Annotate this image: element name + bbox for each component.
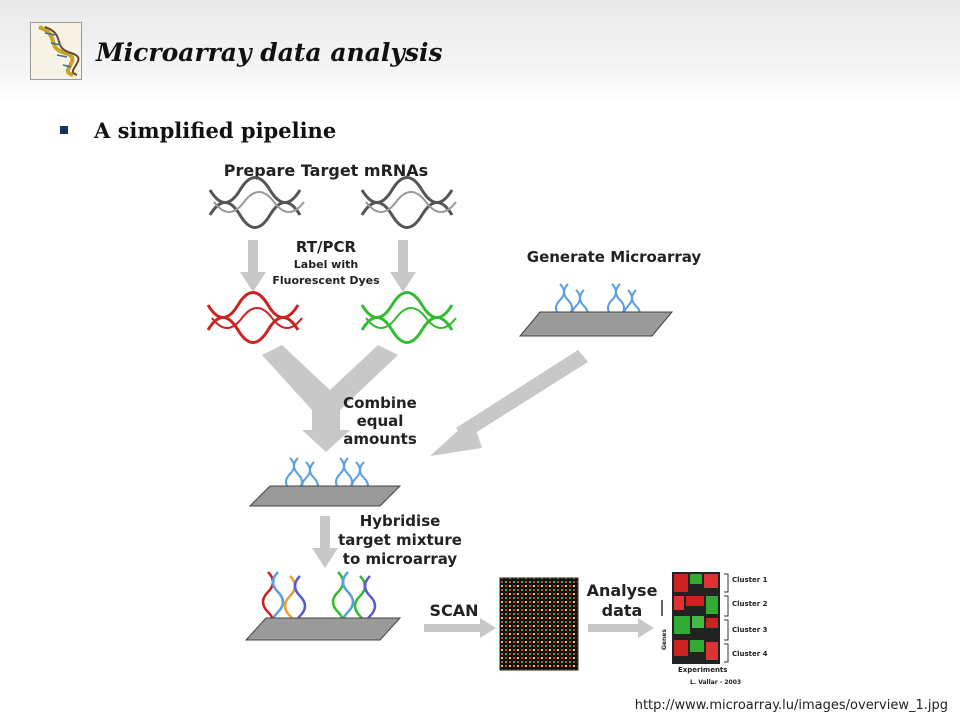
arrow-down-hybridise bbox=[312, 516, 338, 568]
label-cluster-4: Cluster 4 bbox=[732, 650, 768, 658]
label-fluorescent-dyes: Fluorescent Dyes bbox=[272, 274, 380, 287]
red-labelled-strand bbox=[206, 291, 303, 344]
scanned-array-image bbox=[499, 577, 579, 671]
hybridised-slide bbox=[244, 617, 402, 641]
label-cluster-3: Cluster 3 bbox=[732, 626, 768, 634]
label-genes: Genes bbox=[661, 629, 668, 650]
label-analyse: Analyse bbox=[587, 581, 658, 600]
label-scan: SCAN bbox=[429, 601, 478, 620]
label-hybridise: Hybridise bbox=[360, 512, 441, 530]
slide-subtitle: A simplified pipeline bbox=[94, 118, 337, 143]
label-experiments: Experiments bbox=[678, 666, 727, 674]
label-cluster-1: Cluster 1 bbox=[732, 576, 768, 584]
diagonal-arrow bbox=[430, 350, 588, 456]
combined-slide bbox=[248, 485, 402, 507]
label-rtpcr: RT/PCR bbox=[296, 238, 357, 256]
label-generate-microarray: Generate Microarray bbox=[527, 248, 702, 266]
microarray-slide bbox=[518, 311, 674, 337]
mrna-strand-left bbox=[208, 176, 305, 229]
arrow-right-scan bbox=[424, 618, 496, 638]
label-prepare-target: Prepare Target mRNAs bbox=[224, 161, 428, 180]
label-cluster-2: Cluster 2 bbox=[732, 600, 768, 608]
arrow-down-right bbox=[390, 240, 416, 292]
label-amounts: amounts bbox=[343, 430, 417, 448]
label-data: data bbox=[602, 601, 643, 620]
label-target-mixture: target mixture bbox=[338, 531, 462, 549]
header-band bbox=[0, 0, 960, 108]
mrna-strand-right bbox=[360, 176, 457, 229]
label-to-microarray: to microarray bbox=[343, 550, 458, 568]
source-url: http://www.microarray.lu/images/overview… bbox=[634, 698, 948, 713]
dna-logo bbox=[30, 22, 82, 80]
bullet-square-icon bbox=[60, 126, 68, 134]
probe-strands-top bbox=[555, 283, 641, 323]
arrow-down-left bbox=[240, 240, 266, 292]
dna-helix-icon bbox=[38, 25, 80, 77]
cluster-brackets bbox=[724, 573, 729, 663]
label-label-with: Label with bbox=[294, 258, 358, 271]
cluster-heatmap bbox=[672, 572, 720, 664]
merge-arrow bbox=[262, 345, 398, 452]
arrow-right-analyse bbox=[588, 618, 654, 638]
label-combine: Combine bbox=[343, 394, 417, 412]
slide-title: Microarray data analysis bbox=[96, 38, 443, 67]
label-equal: equal bbox=[357, 412, 404, 430]
green-labelled-strand bbox=[360, 291, 457, 344]
label-credit: L. Vallar - 2003 bbox=[690, 679, 741, 686]
